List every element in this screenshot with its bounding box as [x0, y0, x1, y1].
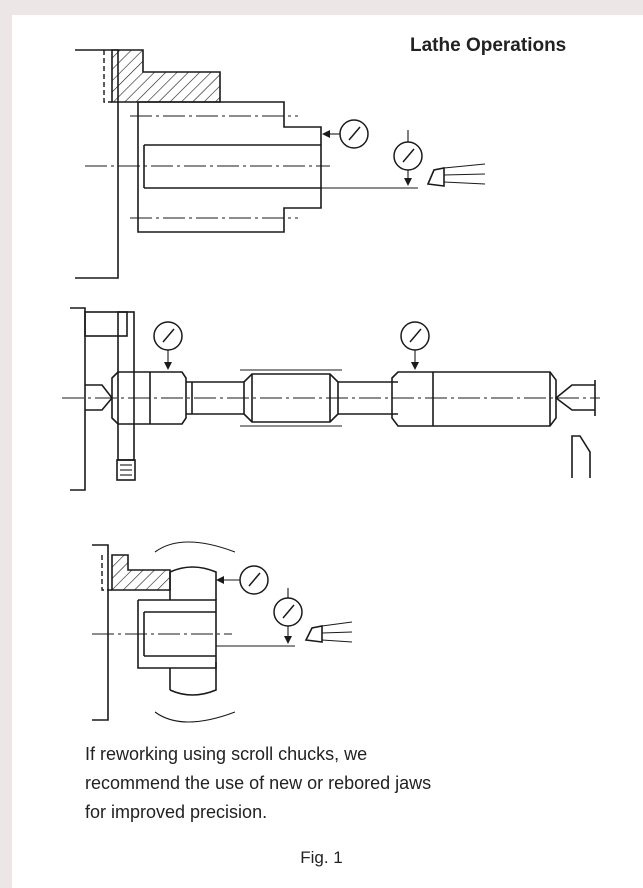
- dial-indicator-icon: [153, 321, 183, 351]
- illustration-shaft-between-centers: [62, 307, 600, 491]
- dial-indicator-icon: [273, 597, 303, 627]
- dial-indicator-icon: [239, 565, 269, 595]
- caption-line: recommend the use of new or rebored jaws: [85, 773, 432, 793]
- caption-text: If reworking using scroll chucks, we rec…: [85, 740, 605, 827]
- dial-indicator-icon: [393, 141, 423, 171]
- figure-label: Fig. 1: [300, 848, 343, 867]
- cutting-tool-icon: [304, 621, 353, 643]
- caption-line: If reworking using scroll chucks, we: [85, 744, 368, 764]
- cutting-tool-icon: [426, 163, 486, 187]
- caption-line: for improved precision.: [85, 802, 268, 822]
- dial-indicator-icon: [400, 321, 430, 351]
- dial-indicator-icon: [339, 119, 369, 149]
- illustration-bore-face-check: [75, 49, 486, 279]
- illustration-gear-blank-check: [92, 541, 353, 723]
- content-panel: [12, 15, 643, 888]
- cutting-tool-icon: [571, 435, 591, 478]
- page-title: Lathe Operations: [410, 35, 567, 56]
